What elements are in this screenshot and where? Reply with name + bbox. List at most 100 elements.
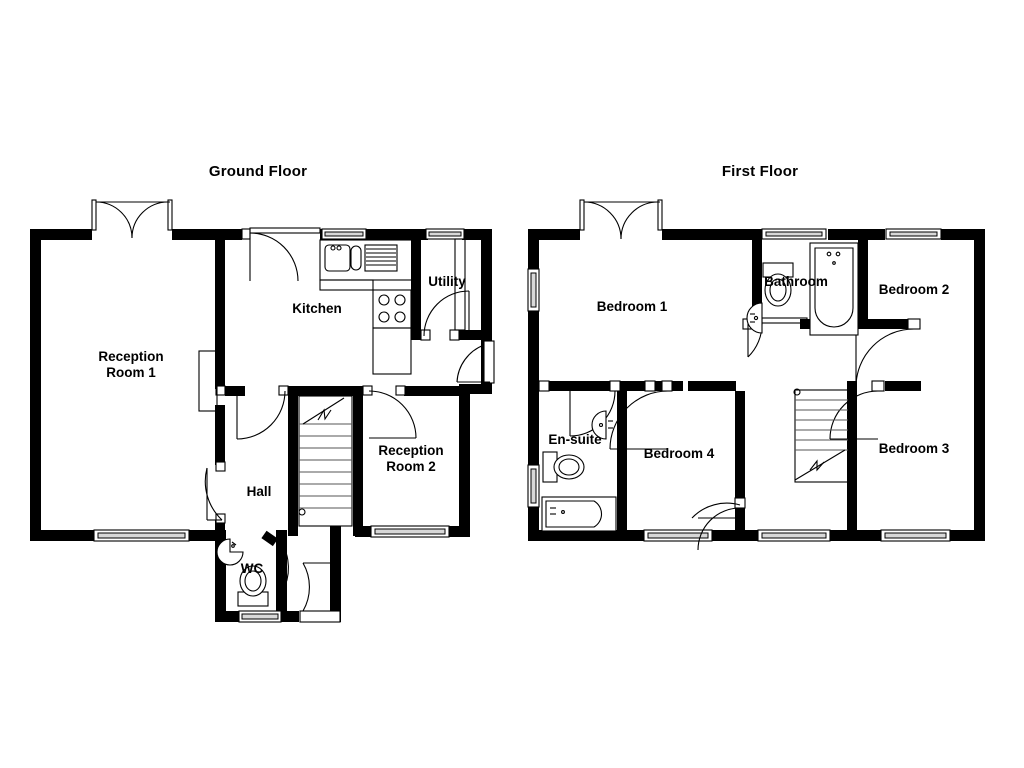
gf-iwall-hall-top-c bbox=[404, 386, 464, 396]
ff-ensuite-bath bbox=[541, 496, 617, 532]
ff-bathroom-basin bbox=[746, 302, 763, 334]
gf-iwall-utility-b2 bbox=[459, 330, 484, 340]
ff-iwall-bed4-top-b bbox=[688, 381, 736, 391]
ff-wall-left-a bbox=[528, 229, 539, 272]
gf-door-front-entrance bbox=[299, 562, 341, 623]
ff-bathroom-bath bbox=[809, 242, 859, 336]
gf-window-utility bbox=[425, 228, 465, 240]
ff-window-bedroom2-top bbox=[885, 228, 942, 240]
room-label-bathroom: Bathroom bbox=[764, 274, 828, 289]
ff-iwall-ensuite-bed4 bbox=[617, 391, 627, 531]
ff-wall-left-b bbox=[528, 308, 539, 468]
gf-wc-basin bbox=[216, 538, 244, 566]
gf-door-reception1 bbox=[204, 461, 226, 524]
first-floor-title: First Floor bbox=[721, 163, 799, 180]
ground-floor-plan bbox=[30, 199, 495, 623]
ff-ensuite-basin bbox=[591, 410, 613, 440]
ff-window-landing bbox=[757, 529, 831, 542]
ff-iwall-bed3-top-b bbox=[885, 381, 921, 391]
gf-wall-top-k2 bbox=[364, 229, 428, 240]
ff-iwall-bed3-top bbox=[847, 381, 857, 391]
gf-wall-wc-right bbox=[276, 530, 287, 622]
ground-floor-title: Ground Floor bbox=[208, 163, 308, 180]
ff-window-bedroom3 bbox=[880, 529, 951, 542]
gf-wall-lobby-bottom-l bbox=[287, 611, 299, 622]
ff-window-ensuite-left bbox=[527, 464, 540, 508]
gf-door-hall-upper bbox=[215, 385, 289, 440]
room-label-hall: Hall bbox=[246, 484, 272, 499]
gf-iwall-stair-left bbox=[288, 386, 298, 536]
gf-wall-bottom-left2 bbox=[187, 530, 220, 541]
ff-iwall-bed2-bottom bbox=[802, 319, 920, 329]
ff-window-bathroom bbox=[761, 228, 827, 240]
room-label-reception-room-2: Reception Room 2 bbox=[378, 443, 444, 474]
room-label-bedroom-4: Bedroom 4 bbox=[643, 446, 715, 461]
gf-kitchen-worktop-ret bbox=[319, 279, 374, 291]
ff-staircase bbox=[793, 388, 849, 483]
ff-iwall-bed1-bath bbox=[752, 229, 762, 329]
ff-door-bedroom4 bbox=[691, 497, 746, 551]
ff-bathroom-toilet bbox=[762, 262, 794, 307]
gf-kitchen-hob bbox=[372, 289, 412, 375]
ff-wall-bottom-d bbox=[948, 530, 985, 541]
ff-wall-top-right bbox=[941, 229, 985, 240]
gf-wall-top-mid bbox=[172, 229, 242, 240]
ff-wall-bottom-a bbox=[528, 530, 646, 541]
gf-wall-lobby-right bbox=[330, 526, 341, 622]
gf-wall-bottom-left1 bbox=[30, 530, 96, 541]
ff-window-bedroom4 bbox=[643, 529, 713, 542]
ff-wall-top-mid2 bbox=[828, 229, 885, 240]
gf-wall-wc-left bbox=[215, 530, 226, 622]
gf-door-rear-exit bbox=[456, 340, 495, 384]
gf-iwall-rec1-right-a bbox=[215, 229, 225, 389]
gf-wall-top-right bbox=[462, 229, 492, 240]
gf-wall-right-lower bbox=[459, 384, 470, 536]
gf-wc-toilet bbox=[237, 565, 269, 607]
ff-iwall-bed4-right bbox=[735, 391, 745, 506]
gf-door-kitchen bbox=[241, 227, 321, 282]
ff-iwall-bed3-left bbox=[847, 384, 857, 536]
ff-door-bedroom2 bbox=[855, 318, 921, 388]
room-label-utility: Utility bbox=[428, 274, 466, 289]
ff-french-doors-bedroom1 bbox=[579, 199, 663, 240]
room-label-wc: WC bbox=[240, 561, 264, 576]
gf-iwall-utility-b1 bbox=[411, 330, 421, 340]
room-label-bedroom-3: Bedroom 3 bbox=[878, 441, 950, 456]
gf-wall-left bbox=[30, 229, 41, 541]
room-label-reception-room-1: Reception Room 1 bbox=[98, 349, 164, 380]
gf-window-wc bbox=[238, 610, 282, 623]
gf-window-reception2 bbox=[370, 525, 450, 538]
first-floor-plan bbox=[527, 199, 985, 551]
gf-reception1-chimney bbox=[198, 350, 218, 412]
ff-ensuite-toilet bbox=[542, 451, 585, 483]
gf-wall-bottom-r2a bbox=[355, 526, 373, 537]
gf-wall-bottom-r2b bbox=[447, 526, 470, 537]
gf-kitchen-drainer bbox=[364, 244, 398, 272]
gf-wall-top-left bbox=[30, 229, 92, 240]
ff-iwall-bed1-bottom bbox=[539, 381, 654, 391]
gf-kitchen-sink bbox=[324, 244, 362, 272]
ff-wall-top-left bbox=[528, 229, 580, 240]
gf-iwall-kitchen-utility bbox=[411, 229, 421, 336]
ff-iwall-bed1-bottom2 bbox=[671, 381, 683, 391]
ff-wall-top-mid bbox=[662, 229, 752, 240]
gf-iwall-rec1-right-c bbox=[215, 520, 225, 541]
gf-window-reception1 bbox=[93, 529, 190, 542]
ff-wall-left-c bbox=[528, 505, 539, 541]
room-label-kitchen: Kitchen bbox=[292, 301, 342, 316]
gf-iwall-hall-top-b bbox=[288, 386, 363, 396]
ff-iwall-bath-bed2 bbox=[858, 229, 868, 329]
gf-door-wc bbox=[261, 530, 289, 587]
gf-iwall-stair-right bbox=[353, 386, 363, 536]
gf-wall-right-step bbox=[459, 384, 492, 394]
room-label-bedroom-1: Bedroom 1 bbox=[596, 299, 668, 314]
gf-wall-right-upper bbox=[481, 229, 492, 389]
ff-wall-right bbox=[974, 229, 985, 541]
gf-utility-unit bbox=[454, 238, 466, 331]
ff-window-bedroom1-left bbox=[527, 268, 540, 312]
gf-door-reception2 bbox=[362, 385, 417, 439]
gf-staircase bbox=[298, 395, 353, 527]
room-label-en-suite: En-suite bbox=[548, 432, 602, 447]
